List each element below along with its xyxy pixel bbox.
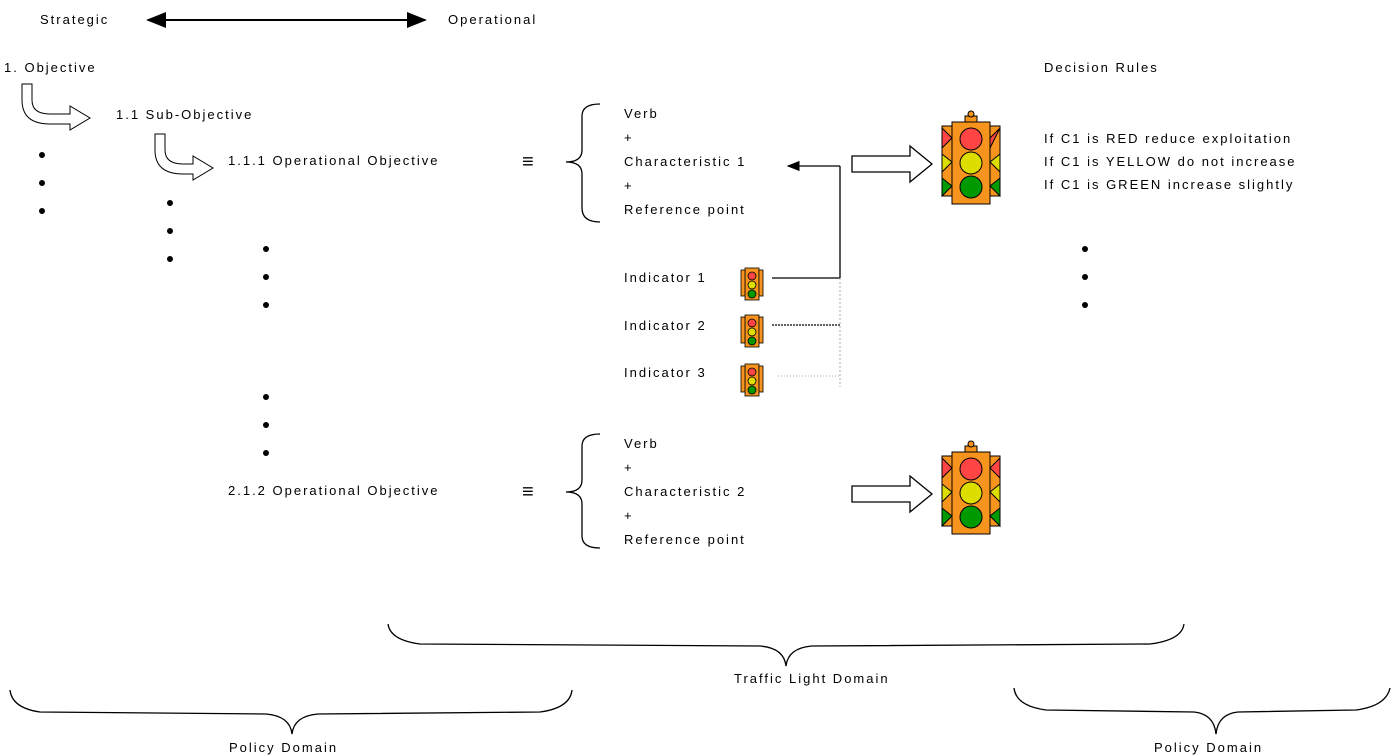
ellipsis-dot: [167, 200, 173, 206]
indicator-1-light-icon: [740, 267, 764, 301]
block-arrow-2: [851, 474, 934, 514]
ellipsis-dot: [1082, 302, 1088, 308]
operational-objective-1-label: 1.1.1 Operational Objective: [228, 153, 440, 168]
ellipsis-dot: [263, 394, 269, 400]
red-light-icon: [959, 127, 983, 151]
block-arrow-1: [851, 144, 934, 184]
policy-brace-left: [9, 689, 573, 735]
indicator-3-label: Indicator 3: [624, 365, 707, 380]
decision-rule-red: If C1 is RED reduce exploitation: [1044, 131, 1293, 146]
ellipsis-dot: [1082, 274, 1088, 280]
yellow-light-icon: [959, 481, 983, 505]
definition-1-reference: Reference point: [624, 202, 746, 217]
definition-brace-1: [565, 103, 601, 223]
indicator-2-light-icon: [740, 314, 764, 348]
ellipsis-dot: [39, 208, 45, 214]
traffic-light-1: [941, 110, 1001, 205]
definition-2-characteristic: Characteristic 2: [624, 484, 747, 499]
ellipsis-dot: [263, 246, 269, 252]
definition-2-verb: Verb: [624, 436, 659, 451]
ellipsis-dot: [263, 450, 269, 456]
ellipsis-dot: [167, 228, 173, 234]
ellipsis-dot: [263, 302, 269, 308]
traffic-light-domain-label: Traffic Light Domain: [734, 671, 890, 686]
policy-domain-right-label: Policy Domain: [1154, 740, 1264, 755]
red-light-icon: [959, 457, 983, 481]
definition-2-reference: Reference point: [624, 532, 746, 547]
definition-1-verb: Verb: [624, 106, 659, 121]
traffic-light-brace: [387, 623, 1185, 667]
equivalence-symbol-2: ≡: [522, 481, 534, 503]
operational-label: Operational: [448, 12, 538, 27]
ellipsis-dot: [167, 256, 173, 262]
curved-arrow-1: [21, 83, 91, 131]
definition-2-plus-2: +: [624, 508, 634, 523]
ellipsis-dot: [1082, 246, 1088, 252]
green-light-icon: [959, 505, 983, 529]
policy-brace-right: [1013, 687, 1391, 735]
traffic-light-2: [941, 440, 1001, 535]
sub-objective-label: 1.1 Sub-Objective: [116, 107, 254, 122]
definition-1-plus-1: +: [624, 130, 634, 145]
decision-rules-title: Decision Rules: [1044, 60, 1159, 75]
equivalence-symbol-1: ≡: [522, 151, 534, 173]
definition-brace-2: [565, 433, 601, 549]
ellipsis-dot: [263, 422, 269, 428]
operational-objective-2-label: 2.1.2 Operational Objective: [228, 483, 440, 498]
decision-rule-yellow: If C1 is YELLOW do not increase: [1044, 154, 1297, 169]
indicator-3-light-icon: [740, 363, 764, 397]
green-light-icon: [959, 175, 983, 199]
curved-arrow-2: [154, 133, 214, 181]
indicator-1-label: Indicator 1: [624, 270, 707, 285]
strategic-label: Strategic: [40, 12, 110, 27]
ellipsis-dot: [39, 152, 45, 158]
decision-rule-green: If C1 is GREEN increase slightly: [1044, 177, 1295, 192]
definition-1-characteristic: Characteristic 1: [624, 154, 747, 169]
definition-1-plus-2: +: [624, 178, 634, 193]
policy-domain-left-label: Policy Domain: [229, 740, 339, 755]
objective-label: 1. Objective: [4, 60, 97, 75]
ellipsis-dot: [263, 274, 269, 280]
indicator-2-label: Indicator 2: [624, 318, 707, 333]
yellow-light-icon: [959, 151, 983, 175]
ellipsis-dot: [39, 180, 45, 186]
definition-2-plus-1: +: [624, 460, 634, 475]
